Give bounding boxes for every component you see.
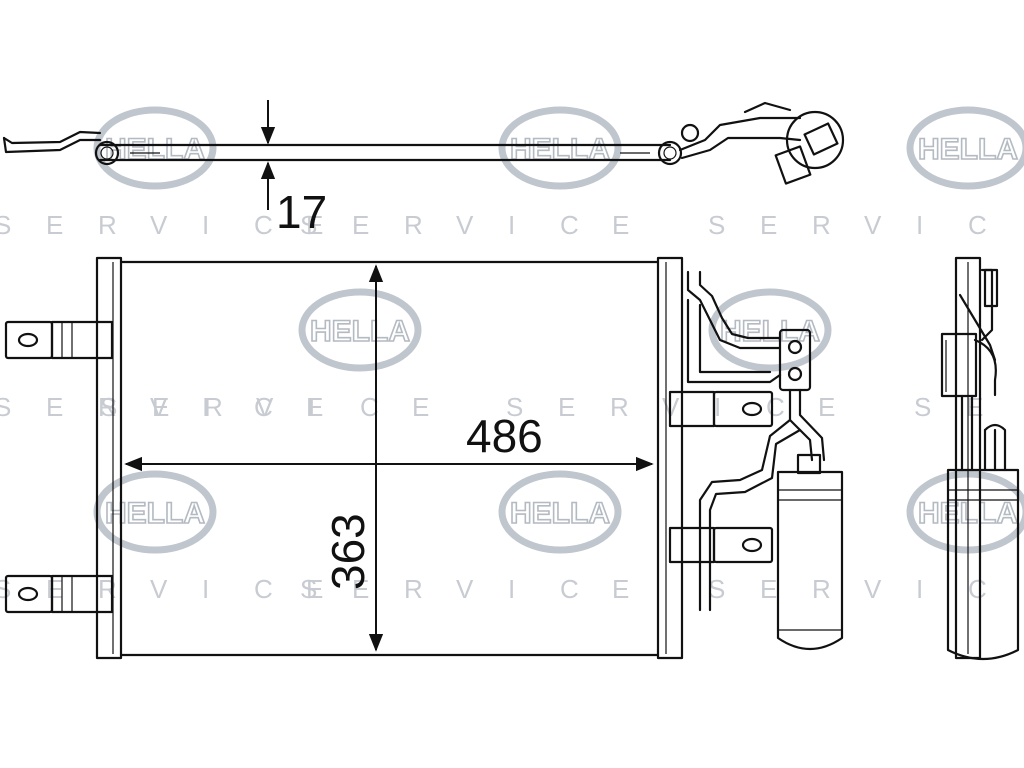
watermark-layer: HELLA HELLA HELLA HELLA HELLA HELLA HELL…: [0, 106, 1024, 604]
width-dimension: 486: [124, 410, 654, 472]
watermark-letter: S: [506, 392, 523, 422]
watermark-letter: E: [352, 574, 369, 604]
hella-logo: HELLA: [498, 106, 622, 190]
watermark-letter: S: [100, 392, 117, 422]
watermark-letter: R: [812, 210, 831, 240]
front-view: [4, 256, 844, 660]
svg-text:HELLA: HELLA: [310, 315, 410, 348]
right-bracket: [668, 390, 774, 428]
hella-logo: HELLA: [906, 106, 1024, 190]
watermark-letter: I: [916, 574, 923, 604]
side-view: [940, 256, 1020, 660]
hella-logo: HELLA: [93, 106, 217, 190]
svg-text:HELLA: HELLA: [918, 133, 1018, 166]
watermark-letter: I: [202, 574, 209, 604]
left-bracket: [4, 574, 114, 614]
watermark-letter: E: [760, 574, 777, 604]
watermark-letter: C: [560, 574, 579, 604]
watermark-letter: R: [98, 574, 117, 604]
watermark-letter: C: [254, 392, 273, 422]
watermark-letter: E: [46, 574, 63, 604]
watermark-letter: S: [708, 574, 725, 604]
watermark-letter: R: [610, 392, 629, 422]
watermark-letter: V: [456, 210, 474, 240]
watermark-letter: E: [306, 574, 323, 604]
watermark-letter: C: [766, 392, 785, 422]
watermark-letter: E: [46, 210, 63, 240]
watermark-letter: V: [864, 574, 882, 604]
watermark-letter: V: [864, 210, 882, 240]
watermark-letter: E: [306, 392, 323, 422]
watermark-letter: R: [404, 574, 423, 604]
watermark-letter: C: [968, 574, 987, 604]
height-value: 363: [322, 513, 374, 590]
watermark-letter: I: [714, 392, 721, 422]
watermark-letter: C: [254, 210, 273, 240]
watermark-letter: S: [914, 392, 931, 422]
watermark-letter: V: [456, 574, 474, 604]
watermark-letter: E: [412, 392, 429, 422]
watermark-letter: I: [916, 210, 923, 240]
watermark-letter: I: [508, 210, 515, 240]
hella-logo: HELLA: [906, 470, 1024, 554]
width-value: 486: [466, 410, 543, 462]
hella-logo: HELLA: [708, 288, 832, 372]
watermark-letter: R: [404, 210, 423, 240]
hella-logo: HELLA: [298, 288, 422, 372]
watermark-letter: E: [558, 392, 575, 422]
watermark-letter: S: [708, 210, 725, 240]
svg-text:HELLA: HELLA: [510, 497, 610, 530]
watermark-letter: R: [812, 574, 831, 604]
hella-logo: HELLA: [93, 470, 217, 554]
depth-value: 17: [276, 186, 327, 238]
watermark-letter: I: [202, 392, 209, 422]
watermark-letter: E: [352, 210, 369, 240]
watermark-letter: E: [818, 392, 835, 422]
watermark-letter: S: [300, 574, 317, 604]
watermark-letter: R: [98, 392, 117, 422]
height-dimension: 363: [322, 264, 384, 652]
watermark-letter: C: [560, 210, 579, 240]
watermark-letter: C: [968, 210, 987, 240]
svg-text:HELLA: HELLA: [720, 315, 820, 348]
watermark-letter: S: [300, 210, 317, 240]
watermark-letter: V: [256, 392, 274, 422]
watermark-letter: E: [152, 392, 169, 422]
watermark-letter: C: [360, 392, 379, 422]
watermark-letter: S: [0, 392, 11, 422]
watermark-letter: V: [150, 392, 168, 422]
hella-logo: HELLA: [498, 470, 622, 554]
watermark-letter: V: [150, 210, 168, 240]
watermark-letter: I: [508, 574, 515, 604]
watermark-letter: R: [204, 392, 223, 422]
receiver-drier: [776, 453, 844, 650]
watermark-letter: E: [306, 210, 323, 240]
watermark-letter: R: [98, 210, 117, 240]
depth-dimension: 17: [260, 100, 327, 238]
watermark-letter: C: [254, 574, 273, 604]
watermark-letter: E: [46, 392, 63, 422]
top-view: [2, 101, 845, 185]
watermark-letter: S: [0, 210, 11, 240]
watermark-letter: I: [308, 392, 315, 422]
watermark-letter: E: [612, 574, 629, 604]
watermark-letter: I: [202, 210, 209, 240]
left-bracket: [4, 320, 114, 360]
watermark-letter: V: [150, 574, 168, 604]
right-bracket: [668, 526, 774, 564]
watermark-letter: E: [612, 210, 629, 240]
watermark-letter: E: [760, 210, 777, 240]
